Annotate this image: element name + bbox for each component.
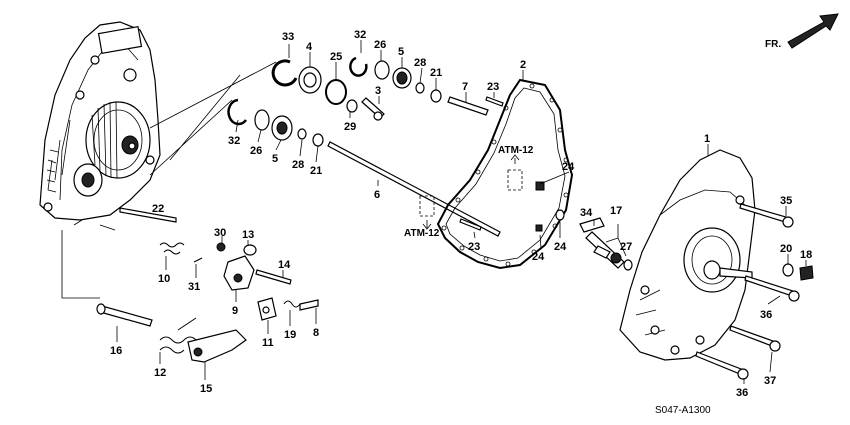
callout-31: 31	[188, 281, 200, 293]
drawing-code: S047-A1300	[655, 405, 711, 416]
callout-2: 2	[520, 59, 526, 71]
callout-15: 15	[200, 383, 212, 395]
transmission-housing-left	[39, 21, 161, 221]
callout-25: 25	[330, 51, 342, 63]
callout-7: 7	[462, 81, 468, 93]
callout-26-top: 26	[374, 39, 386, 51]
part-bearing-5	[392, 67, 412, 89]
callout-6: 6	[374, 189, 380, 201]
callout-21-lower: 21	[310, 165, 322, 177]
part-sensor-assembly	[579, 217, 633, 271]
callout-30: 30	[214, 227, 226, 239]
leader-lines	[116, 40, 807, 384]
part-bearing-5-lower	[271, 115, 293, 141]
part-block-11	[257, 297, 277, 321]
callout-18: 18	[800, 249, 812, 261]
callout-14: 14	[278, 259, 291, 271]
part-lever-15	[187, 329, 247, 363]
part-right-cover-1	[619, 149, 756, 361]
callout-36-lower: 36	[736, 387, 748, 399]
callout-21-top: 21	[430, 67, 442, 79]
callout-23-lower: 23	[468, 241, 480, 253]
callout-33: 33	[282, 31, 294, 43]
callout-23-top: 23	[487, 81, 499, 93]
callout-19: 19	[284, 329, 296, 341]
callout-17: 17	[610, 205, 622, 217]
part-o-ring-25	[325, 79, 347, 105]
part-long-shaft-6	[327, 141, 501, 237]
callout-28-top: 28	[414, 57, 426, 69]
part-bracket-9	[223, 255, 255, 291]
callout-32-lower: 32	[228, 135, 240, 147]
callout-12: 12	[154, 367, 166, 379]
callout-24-a: 24	[562, 161, 575, 173]
callout-16: 16	[110, 345, 122, 357]
callout-35: 35	[780, 195, 792, 207]
callout-32-top: 32	[354, 29, 366, 41]
reference-atm12-top: ATM-12	[498, 145, 534, 156]
part-gasket-2	[436, 78, 574, 270]
part-snap-ring-33	[271, 59, 298, 87]
callout-3: 3	[375, 85, 381, 97]
callout-5-top: 5	[398, 46, 404, 58]
callout-28-lower: 28	[292, 159, 304, 171]
callout-34: 34	[580, 207, 593, 219]
part-bearing-4	[298, 66, 322, 94]
callout-20: 20	[780, 243, 792, 255]
callout-9: 9	[232, 305, 238, 317]
part-callouts: 33 4 25 32 26 5 28 21 7 23 2 3 29 32 26 …	[110, 29, 812, 399]
callout-27: 27	[620, 241, 632, 253]
callout-37: 37	[764, 375, 776, 387]
callout-22: 22	[152, 203, 164, 215]
callout-1: 1	[704, 133, 710, 145]
reference-atm12-bottom: ATM-12	[404, 228, 440, 239]
callout-24-c: 24	[554, 241, 567, 253]
callout-8: 8	[313, 327, 319, 339]
callout-5-lower: 5	[272, 153, 278, 165]
callout-36-upper: 36	[760, 309, 772, 321]
front-direction-arrow: FR.	[765, 13, 839, 50]
callout-29: 29	[344, 121, 356, 133]
callout-24-b: 24	[532, 251, 545, 263]
callout-13: 13	[242, 229, 254, 241]
part-shaft-3	[361, 97, 385, 121]
direction-label: FR.	[765, 39, 781, 50]
part-washer-26	[374, 60, 390, 80]
callout-4: 4	[306, 41, 313, 53]
callout-11: 11	[262, 337, 274, 349]
callout-26-lower: 26	[250, 145, 262, 157]
part-snap-ring-32	[349, 56, 368, 77]
callout-10: 10	[158, 273, 170, 285]
part-snap-ring-32-lower	[227, 98, 247, 126]
